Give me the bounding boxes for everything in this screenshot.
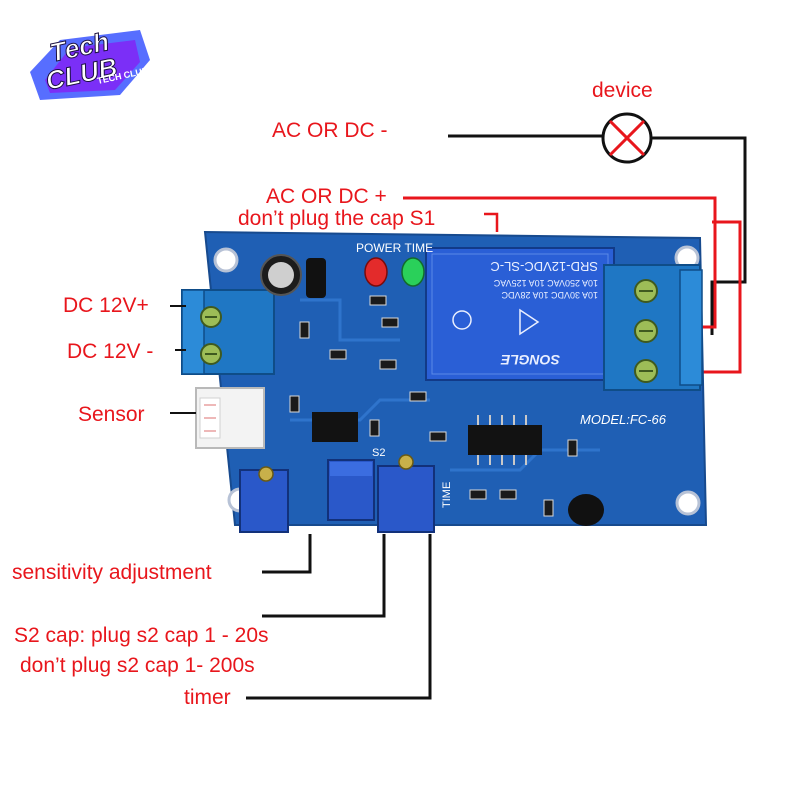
label-timer: timer [184,686,231,709]
relay-component: SRD-12VDC-SL-C 10A 250VAC 10A 125VAC 10A… [425,247,615,381]
status-leds [364,257,425,287]
relay-brand: SONGLE [500,352,560,368]
transistor-bottom [568,494,604,526]
label-device: device [592,79,653,102]
transistor-top [306,258,326,298]
potentiometers [239,454,435,533]
ic-chips [312,412,542,465]
silk-s2: S2 [372,447,385,459]
power-terminal-block [181,289,275,375]
label-ac-dc-minus: AC OR DC - [272,119,388,142]
input-leaders [170,305,196,414]
output-terminal-block [603,264,703,391]
relay-part: SRD-12VDC-SL-C [490,259,598,274]
adjustment-wires [246,534,432,700]
label-s2-cap-line2: don’t plug s2 cap 1- 200s [20,654,255,677]
smd-components [289,295,578,517]
load-wires [403,134,747,374]
relay-rating2: 10A 30VDC 10A 28VDC [501,290,598,300]
label-dc-12v-plus: DC 12V+ [63,294,149,317]
silk-time: TIME [441,482,453,508]
label-s2-cap-line1: S2 cap: plug s2 cap 1 - 20s [14,624,269,647]
device-lamp-icon [601,112,653,164]
label-dc-12v-minus: DC 12V - [67,340,154,363]
label-ac-dc-plus: AC OR DC + [266,185,387,208]
electrolytic-capacitor [260,254,302,296]
tech-club-logo: Tech CLUB TECH CLUB [30,26,150,100]
sensor-connector [195,387,265,449]
silk-model: MODEL:FC-66 [580,412,667,427]
relay-rating1: 10A 250VAC 10A 125VAC [493,278,598,288]
label-sensor: Sensor [78,403,145,426]
label-sensitivity: sensitivity adjustment [12,561,212,584]
silk-power-time: POWER TIME [356,241,433,255]
label-cap-s1: don’t plug the cap S1 [238,207,436,230]
